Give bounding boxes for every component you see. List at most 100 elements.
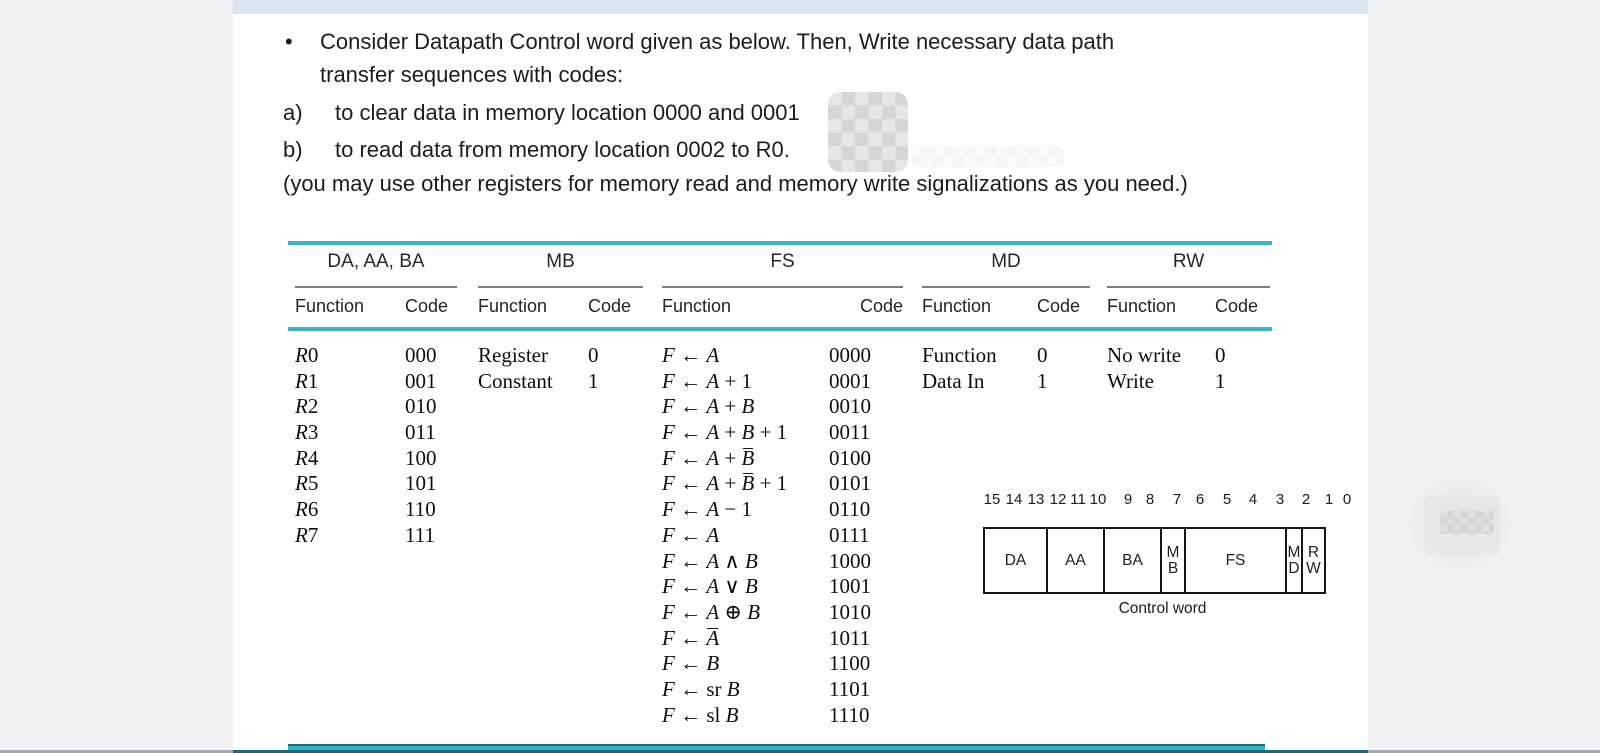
control-word-caption: Control word — [1118, 600, 1207, 617]
bit-label: 15 — [983, 491, 1001, 508]
code-cell: 0 — [1037, 343, 1048, 367]
bit-label: 11 — [1070, 491, 1086, 508]
redaction-blur — [828, 92, 908, 172]
bit-label: 5 — [1222, 491, 1232, 508]
column-headers: Function Code — [922, 296, 1090, 317]
field-md: MD — [1287, 529, 1303, 592]
function-cell: F ← A − 1 — [662, 497, 752, 522]
group-header: FS — [770, 251, 795, 272]
prompt-line-1: Consider Datapath Control word given as … — [320, 29, 1115, 54]
bit-label: 14 — [1005, 491, 1023, 508]
bit-label: 12 — [1049, 491, 1067, 508]
code-cell: 1000 — [829, 548, 871, 573]
group-header: RW — [1172, 251, 1205, 272]
function-cell: No write — [1107, 343, 1182, 367]
function-cell: R2 — [295, 394, 319, 419]
code-cell: 1 — [1215, 368, 1226, 393]
code-cell: 0100 — [829, 445, 871, 470]
question-item-a: a)to clear data in memory location 0000 … — [283, 98, 800, 128]
group-header: MD — [991, 251, 1021, 272]
code-cell: 0 — [588, 343, 599, 367]
control-word-diagram: DA AA BA MB FS MD RW — [983, 527, 1326, 594]
code-cell: 1110 — [829, 702, 870, 727]
column-headers: Function Code — [295, 296, 457, 317]
function-cell: F ← A + B + 1 — [662, 471, 788, 496]
watermark-blur-pixels — [1440, 511, 1494, 534]
bit-label: 1 — [1324, 491, 1334, 508]
group-header: MB — [546, 251, 575, 272]
function-cell: Register — [478, 343, 548, 367]
table-row: No write 0 — [1107, 343, 1270, 369]
function-cell: Write — [1107, 368, 1154, 393]
field-fs: FS — [1186, 529, 1287, 592]
column-header-code: Code — [1215, 296, 1259, 316]
function-cell: R0 — [295, 343, 319, 367]
bit-label: 6 — [1195, 491, 1205, 508]
question-label-a: a) — [283, 100, 303, 125]
group-underline — [478, 286, 643, 288]
bit-label: 10 — [1089, 491, 1107, 508]
column-header-function: Function — [662, 296, 732, 316]
note-text: (you may use other registers for memory … — [283, 171, 1188, 196]
bit-label: 9 — [1123, 491, 1133, 508]
code-cell: 1011 — [829, 625, 871, 650]
table-top-rule — [288, 241, 1272, 245]
code-cell: 110 — [405, 497, 436, 522]
column-header-code: Code — [405, 296, 449, 316]
code-cell: 101 — [405, 471, 437, 496]
function-cell: F ← A + B — [662, 445, 755, 470]
code-cell: 1010 — [829, 599, 871, 624]
function-cell: F ← A + B + 1 — [662, 420, 788, 445]
redaction-blur-faint — [912, 146, 1064, 167]
function-cell: F ← sr B — [662, 676, 740, 701]
bit-label: 3 — [1275, 491, 1285, 508]
code-cell: 1101 — [829, 676, 871, 701]
function-cell: R4 — [295, 445, 319, 470]
code-cell: 001 — [405, 368, 437, 393]
code-cell: 111 — [405, 522, 435, 547]
function-cell: F ← A — [662, 343, 720, 367]
column-headers: Function Code — [662, 296, 903, 317]
bit-label: 2 — [1301, 491, 1311, 508]
function-cell: F ← sl B — [662, 702, 739, 727]
table-row: Register 0 — [478, 343, 643, 369]
function-cell: R5 — [295, 471, 319, 496]
column-header-function: Function — [478, 296, 548, 316]
field-rw: RW — [1306, 543, 1321, 577]
table-row: F ← A + B 0100 — [662, 446, 903, 472]
code-cell: 011 — [405, 420, 436, 445]
code-cell: 0001 — [829, 368, 871, 393]
code-cell: 1100 — [829, 651, 871, 676]
control-word-bit-numbers: 15 14 13 12 11 10 9 8 7 6 5 4 3 2 1 0 — [233, 491, 1368, 509]
code-cell: 0 — [1215, 343, 1226, 367]
top-accent-strip — [233, 0, 1368, 14]
question-text-b: to read data from memory location 0002 t… — [335, 137, 790, 162]
table-bottom-rule — [288, 744, 1265, 750]
code-cell: 0110 — [829, 497, 871, 522]
column-headers: Function Code — [478, 296, 643, 317]
code-cell: 1 — [1037, 368, 1048, 393]
